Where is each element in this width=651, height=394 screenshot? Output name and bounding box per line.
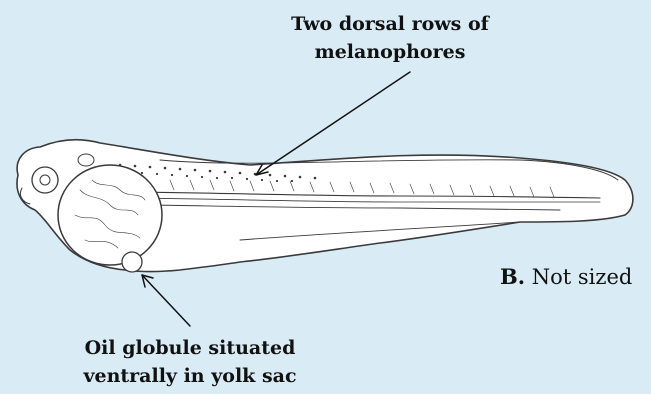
oil-globule (122, 252, 142, 272)
oil-globule-annotation: Oil globule situated ventrally in yolk s… (60, 334, 320, 390)
panel-caption: Not sized (532, 265, 633, 289)
oil-globule-pointer-arrow (142, 275, 190, 326)
oil-globule-annotation-line1: Oil globule situated (60, 334, 320, 362)
eye (32, 167, 58, 193)
yolk-sac (58, 165, 162, 265)
panel-letter: B. (500, 264, 525, 289)
oil-globule-annotation-line2: ventrally in yolk sac (60, 362, 320, 390)
melanophore-annotation-line2: melanophores (270, 38, 510, 66)
melanophore-annotation-line1: Two dorsal rows of (270, 10, 510, 38)
melanophore-annotation: Two dorsal rows of melanophores (270, 10, 510, 66)
panel-label: B. Not sized (500, 264, 632, 289)
